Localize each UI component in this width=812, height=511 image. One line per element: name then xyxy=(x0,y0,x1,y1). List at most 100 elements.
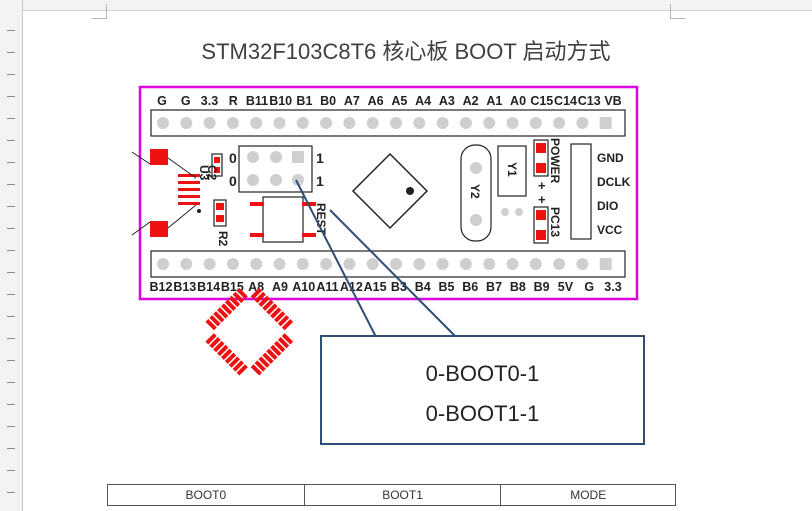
table-header-boot1: BOOT1 xyxy=(303,484,502,506)
page-corner-mark xyxy=(670,4,685,19)
pin-label: G xyxy=(584,280,594,294)
chip-pin xyxy=(236,364,248,376)
pin-pad xyxy=(553,117,566,129)
pin-pad xyxy=(320,258,333,270)
pin-label: A7 xyxy=(344,94,360,108)
ruler-tick xyxy=(7,30,15,31)
ruler-tick xyxy=(7,316,15,317)
ruler-tick xyxy=(7,470,15,471)
ruler-tick xyxy=(7,492,15,493)
pin-label: C14 xyxy=(554,94,577,108)
chip-pin xyxy=(258,295,270,307)
pin-pad xyxy=(320,117,333,129)
pin-pad xyxy=(343,117,356,129)
pin-pad xyxy=(413,117,426,129)
callout-pointer-line xyxy=(329,209,457,338)
y1-label: Y1 xyxy=(505,162,519,177)
chip-pin xyxy=(262,299,274,311)
horizontal-ruler[interactable] xyxy=(22,0,812,11)
chip-pin xyxy=(228,356,241,368)
pin-pad xyxy=(529,258,542,270)
chip-pin xyxy=(274,340,286,353)
vertical-ruler[interactable] xyxy=(0,0,23,511)
swd-header xyxy=(570,143,592,240)
pin-label: G xyxy=(157,94,167,108)
pin-label: A9 xyxy=(272,280,288,294)
ruler-tick xyxy=(7,448,15,449)
chip-pin xyxy=(213,340,225,353)
jumper-right-top-label: 1 xyxy=(316,150,324,166)
chip-pin xyxy=(262,352,274,364)
chip-pin xyxy=(209,337,221,349)
pin-label: B6 xyxy=(462,280,478,294)
mcu-chip xyxy=(205,152,429,376)
pin-label: 3.3 xyxy=(201,94,218,108)
pin-label: B14 xyxy=(197,280,220,294)
pin-pad xyxy=(483,258,496,270)
chip-pin xyxy=(270,344,282,357)
ruler-tick xyxy=(7,250,15,251)
pin-label: B9 xyxy=(534,280,550,294)
pin-pad xyxy=(366,117,379,129)
chip-pin xyxy=(217,307,229,319)
pin-pad xyxy=(459,258,472,270)
pin-label: A15 xyxy=(364,280,387,294)
pin-label: A4 xyxy=(415,94,431,108)
pin-pad xyxy=(366,258,379,270)
ruler-tick xyxy=(7,404,15,405)
plus-mark: + xyxy=(538,178,546,193)
pin-pad xyxy=(296,258,309,270)
pin-pad xyxy=(180,258,193,270)
pin-label: B11 xyxy=(246,94,268,108)
pin-pad xyxy=(459,117,472,129)
chip-pin xyxy=(270,307,282,319)
top-pin-header xyxy=(150,109,626,137)
pin-label: A0 xyxy=(510,94,526,108)
pin-pad xyxy=(576,258,589,270)
plus-mark: + xyxy=(538,192,546,207)
ruler-tick xyxy=(7,426,15,427)
pin-label: B12 xyxy=(150,280,173,294)
callout-pointer-line xyxy=(295,179,377,338)
pin-pad xyxy=(273,258,286,270)
chip-pin xyxy=(217,344,229,357)
usb-pad-bottom xyxy=(150,221,168,237)
c2-capacitor xyxy=(211,153,223,177)
pin-label: B0 xyxy=(320,94,336,108)
pin-pad xyxy=(390,258,402,270)
chip-pin xyxy=(209,315,221,327)
ruler-tick xyxy=(7,162,15,163)
pc13-label: PC13 xyxy=(548,207,562,237)
pin-pad xyxy=(343,258,356,270)
y1-crystal xyxy=(497,145,527,197)
ruler-tick xyxy=(7,382,15,383)
chip-pin xyxy=(258,356,270,368)
chip-pin xyxy=(274,311,286,323)
y2-label: Y2 xyxy=(468,184,482,199)
pin-pad xyxy=(553,258,566,270)
pin-pad xyxy=(436,117,449,129)
pin-pad xyxy=(157,117,169,129)
pin-label: B10 xyxy=(269,94,292,108)
ruler-tick xyxy=(7,228,15,229)
pin-label: 3.3 xyxy=(604,280,621,294)
boot-callout-box: 0-BOOT0-1 0-BOOT1-1 xyxy=(320,335,645,445)
pin-pad xyxy=(157,258,169,270)
chip-pin xyxy=(221,348,233,360)
ruler-tick xyxy=(7,52,15,53)
chip-pin xyxy=(236,287,248,300)
pin-pad xyxy=(203,258,216,270)
chip-pin xyxy=(205,333,217,345)
chip-pin xyxy=(266,303,278,315)
pin-pad xyxy=(203,117,216,129)
chip-pin xyxy=(250,287,263,300)
chip-pin xyxy=(224,352,237,364)
pin-label: 5V xyxy=(558,280,574,294)
pin-label: A11 xyxy=(316,280,338,294)
pin-label: B5 xyxy=(438,280,454,294)
rest-label: REST xyxy=(314,203,328,236)
swd-label-vcc: VCC xyxy=(597,223,623,237)
chip-pin xyxy=(205,318,217,331)
c2-label: C2 xyxy=(205,165,219,181)
